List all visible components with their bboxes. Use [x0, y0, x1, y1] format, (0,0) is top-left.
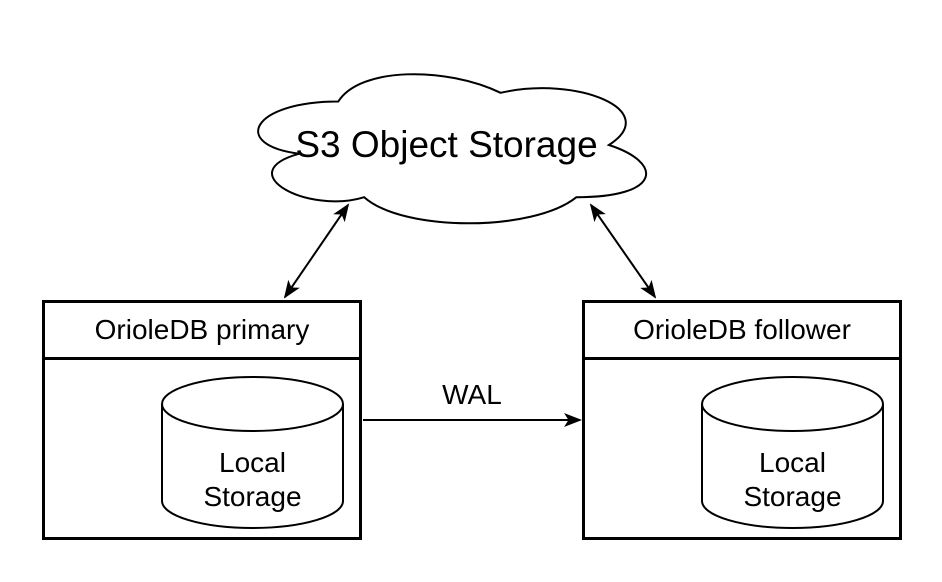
node-orioledb-follower: OrioleDB follower Local Storage — [582, 300, 902, 540]
s3-cloud-shape — [257, 73, 648, 225]
follower-s3-arrow — [589, 203, 657, 299]
primary-s3-arrow — [283, 203, 350, 299]
cylinder-shape — [161, 376, 344, 529]
primary-local-storage-cylinder: Local Storage — [161, 376, 344, 529]
node-primary-title: OrioleDB primary — [45, 303, 359, 360]
s3-cloud-label: S3 Object Storage — [295, 123, 598, 165]
primary-local-storage-label: Local Storage — [203, 447, 302, 512]
cylinder-shape — [701, 376, 884, 529]
follower-local-storage-label: Local Storage — [743, 447, 842, 512]
node-orioledb-primary: OrioleDB primary Local Storage — [42, 300, 362, 540]
wal-edge-label: WAL — [442, 379, 502, 410]
node-follower-title: OrioleDB follower — [585, 303, 899, 360]
follower-local-storage-cylinder: Local Storage — [701, 376, 884, 529]
